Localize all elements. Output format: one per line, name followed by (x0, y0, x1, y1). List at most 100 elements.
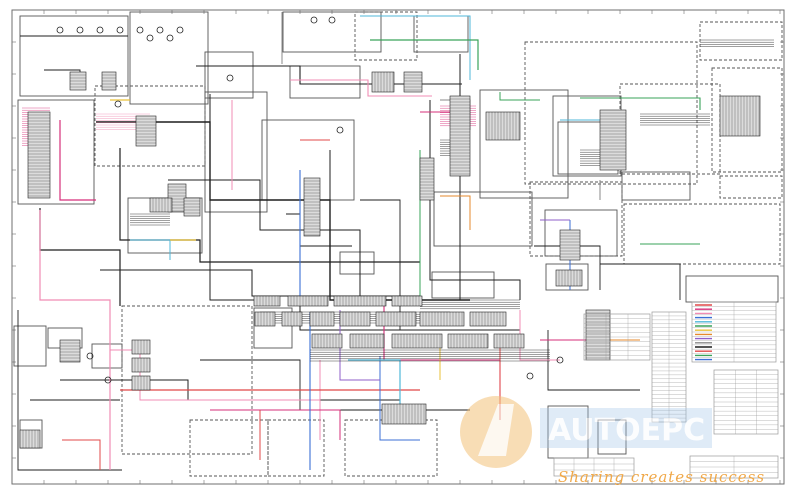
device-symbol (136, 26, 144, 34)
wire-run (59, 120, 96, 201)
component-box (621, 171, 691, 201)
wire-run (110, 349, 320, 401)
wire-run (119, 148, 420, 263)
wire-run (360, 15, 471, 80)
device-symbol (114, 100, 122, 108)
watermark-glyph (478, 404, 514, 456)
connector-block (349, 333, 385, 349)
connector-block (303, 177, 321, 237)
device-symbol (336, 126, 344, 134)
connector-block (333, 295, 387, 307)
wire-run (379, 356, 420, 441)
wire-run (209, 94, 260, 301)
wire-run (339, 310, 380, 381)
connector-block (253, 295, 281, 307)
dashed-enclosure (699, 21, 783, 61)
component-box (431, 271, 495, 299)
component-box (339, 251, 375, 275)
component-box (544, 209, 618, 257)
border-frame (11, 9, 785, 485)
wire-harness (17, 12, 774, 471)
wire-run (519, 310, 560, 361)
connector-block (149, 197, 173, 213)
wire-run (168, 179, 361, 300)
watermark-brand: AUTOEPC (548, 413, 705, 448)
device-symbol (104, 376, 112, 384)
device-symbol (526, 372, 534, 380)
wire-run (130, 239, 171, 260)
dashed-enclosure (524, 41, 698, 185)
component-box (289, 65, 361, 99)
connector-blocks (19, 16, 761, 449)
component-box (204, 91, 268, 213)
device-symbol (176, 26, 184, 34)
wire-run (39, 208, 121, 306)
device-symbol (96, 26, 104, 34)
component-box (129, 11, 209, 105)
component-box (253, 307, 293, 349)
device-symbol (166, 34, 174, 42)
component-box (597, 419, 627, 455)
wire-run (200, 359, 470, 411)
component-box (19, 15, 129, 97)
dashed-enclosure (719, 175, 783, 199)
watermark-logo: AUTOEPC (460, 396, 712, 468)
dashed-enclosure (354, 11, 418, 61)
connector-block (59, 339, 81, 363)
wire-run (440, 195, 471, 230)
connector-block (381, 403, 427, 425)
device-symbol (76, 26, 84, 34)
connector-block (585, 309, 611, 361)
device-symbol (86, 352, 94, 360)
device-symbol (328, 16, 336, 24)
watermark-circle (460, 396, 532, 468)
watermark-slogan: Sharing creates success (558, 468, 766, 486)
wire-run (534, 245, 601, 290)
wire-run (600, 263, 681, 300)
component-box (17, 99, 95, 205)
legend-tables (553, 301, 779, 479)
wire-run (370, 39, 479, 70)
wire-run (499, 92, 540, 101)
dashed-enclosure (344, 419, 438, 477)
wire-run (348, 359, 401, 420)
watermark-band (540, 408, 712, 448)
connector-block (287, 295, 329, 307)
component-box (282, 11, 382, 53)
wire-run (290, 79, 432, 97)
device-symbol (116, 26, 124, 34)
wire-run (580, 97, 701, 110)
component-box (413, 15, 469, 53)
dashed-enclosure (267, 419, 325, 477)
wire-run (17, 310, 122, 471)
device-symbol (226, 74, 234, 82)
component-box (433, 191, 533, 247)
component-box (545, 263, 589, 291)
connector-block (555, 269, 583, 287)
device-symbol (310, 16, 318, 24)
connector-block (719, 95, 761, 137)
component-box (479, 89, 569, 199)
component-box (13, 325, 47, 367)
wire-run (39, 210, 111, 470)
dashed-enclosure (711, 67, 783, 173)
connector-block (391, 333, 443, 349)
wire-run (62, 439, 101, 470)
connector-block (371, 71, 395, 93)
connector-block (27, 111, 51, 199)
wire-run (360, 199, 401, 330)
component-box (91, 343, 123, 369)
device-symbol (56, 26, 64, 34)
component-box (204, 51, 254, 99)
dashed-enclosure (623, 203, 781, 265)
dashed-enclosure (189, 419, 269, 477)
device-symbol (156, 26, 164, 34)
component-box (685, 275, 779, 303)
device-symbol (146, 34, 154, 42)
drawing-frame (11, 9, 785, 485)
connector-block (485, 111, 521, 141)
device-symbol (556, 356, 564, 364)
connector-block (419, 311, 465, 327)
